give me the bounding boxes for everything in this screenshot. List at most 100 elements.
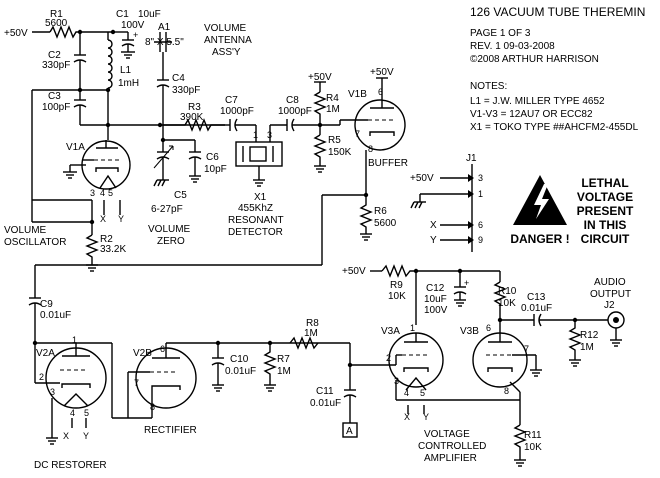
supply-label-j1: +50V bbox=[410, 173, 434, 184]
r10-ref: R10 bbox=[498, 286, 517, 297]
svg-text:3: 3 bbox=[478, 173, 483, 183]
schematic-title: 126 VACUUM TUBE THEREMIN bbox=[470, 5, 645, 19]
svg-text:Y: Y bbox=[423, 412, 429, 422]
resistor-r12 bbox=[568, 320, 582, 360]
supply-label-vca: +50V bbox=[342, 266, 366, 277]
resistor-r9 bbox=[381, 264, 416, 278]
c6-ref: C6 bbox=[206, 152, 219, 163]
r11-value: 10K bbox=[524, 442, 542, 453]
page-number: PAGE 1 OF 3 bbox=[470, 28, 531, 39]
v3a-ref: V3A bbox=[381, 326, 400, 337]
r6-value: 5600 bbox=[374, 218, 397, 229]
c7-ref: C7 bbox=[225, 95, 238, 106]
j2-name-1: AUDIO bbox=[594, 277, 626, 288]
svg-text:Y: Y bbox=[118, 214, 124, 224]
svg-text:5: 5 bbox=[108, 188, 113, 198]
svg-text:X: X bbox=[430, 220, 437, 231]
copyright: ©2008 ARTHUR HARRISON bbox=[470, 54, 599, 65]
resistor-r6 bbox=[359, 195, 373, 234]
svg-text:1: 1 bbox=[72, 335, 77, 345]
detector-section: R3 390K C7 1000pF 1 3 X1 455KhZ RESONANT… bbox=[163, 72, 352, 238]
svg-text:3: 3 bbox=[50, 387, 55, 397]
notes-header: NOTES: bbox=[470, 81, 507, 92]
svg-text:5: 5 bbox=[420, 388, 425, 398]
revision: REV. 1 09-03-2008 bbox=[470, 41, 555, 52]
v1b-name: BUFFER bbox=[368, 158, 408, 169]
warning-line-1: LETHAL bbox=[581, 176, 628, 190]
c7-value: 1000pF bbox=[220, 106, 254, 117]
c4-ref: C4 bbox=[172, 73, 185, 84]
c13-ref: C13 bbox=[527, 292, 546, 303]
r9-value: 10K bbox=[388, 291, 406, 302]
r8-value: 1M bbox=[304, 328, 318, 339]
resistor-r5 bbox=[313, 134, 327, 166]
r3-ref: R3 bbox=[188, 102, 201, 113]
r5-ref: R5 bbox=[328, 135, 341, 146]
c1-voltage: 100V bbox=[121, 20, 145, 31]
c1-ref: C1 bbox=[116, 9, 129, 20]
v2b-ref: V2B bbox=[133, 348, 152, 359]
warning-line-3: PRESENT bbox=[577, 204, 634, 218]
r11-ref: R11 bbox=[524, 430, 542, 441]
r1-ref: R1 bbox=[50, 9, 63, 20]
svg-text:3: 3 bbox=[90, 188, 95, 198]
svg-text:5: 5 bbox=[84, 408, 89, 418]
note-x1: X1 = TOKO TYPE ##AHCFM2-455DL bbox=[470, 122, 639, 133]
note-tubes: V1-V3 = 12AU7 OR ECC82 bbox=[470, 109, 593, 120]
svg-text:1: 1 bbox=[253, 130, 258, 140]
volume-zero-label-1: VOLUME bbox=[148, 224, 191, 235]
svg-text:6: 6 bbox=[378, 87, 383, 97]
resistor-r10 bbox=[493, 281, 507, 320]
v3b-ref: V3B bbox=[460, 326, 479, 337]
warning-line-2: VOLTAGE bbox=[577, 190, 633, 204]
resistor-r1 bbox=[49, 25, 113, 39]
tube-v1b bbox=[354, 99, 406, 151]
warning-line-4: IN THIS bbox=[584, 218, 627, 232]
r5-value: 150K bbox=[328, 147, 352, 158]
c9-ref: C9 bbox=[40, 299, 53, 310]
r10-value: 10K bbox=[498, 298, 516, 309]
svg-text:4: 4 bbox=[100, 188, 105, 198]
r1-value: 5600 bbox=[45, 18, 68, 29]
c9-value: 0.01uF bbox=[40, 310, 71, 321]
svg-text:Y: Y bbox=[83, 431, 89, 441]
svg-text:+: + bbox=[133, 30, 138, 40]
svg-text:1: 1 bbox=[410, 323, 415, 333]
svg-text:1: 1 bbox=[478, 189, 483, 199]
j2-name-2: OUTPUT bbox=[590, 289, 631, 300]
test-point-a bbox=[342, 422, 358, 438]
r3-value: 390K bbox=[180, 112, 204, 123]
warning-line-5: CIRCUIT bbox=[581, 232, 630, 246]
svg-text:7: 7 bbox=[355, 129, 360, 139]
r4-value: 1M bbox=[326, 104, 340, 115]
x1-name-2: DETECTOR bbox=[228, 227, 283, 238]
r9-ref: R9 bbox=[390, 280, 403, 291]
rectifier-section: V2B 6 7 8 RECTIFIER bbox=[127, 342, 350, 436]
v3a-name-1: VOLTAGE bbox=[424, 429, 470, 440]
resistor-r7 bbox=[263, 343, 277, 385]
v2b-name: RECTIFIER bbox=[144, 425, 197, 436]
antenna-section: A1 8" X 5.5" VOLUME ANTENNA ASS'Y C4 330… bbox=[145, 22, 252, 247]
v3a-name-2: CONTROLLED bbox=[418, 441, 486, 452]
v2a-name: DC RESTORER bbox=[34, 460, 107, 471]
supply-label-left: +50V bbox=[4, 28, 28, 39]
filter-section: C10 0.01uF R7 1M R8 1M C11 0.01uF A bbox=[211, 318, 396, 438]
svg-text:7: 7 bbox=[134, 378, 139, 388]
c11-value: 0.01uF bbox=[310, 398, 341, 409]
r4-ref: R4 bbox=[326, 93, 339, 104]
a1-name-3: ASS'Y bbox=[212, 47, 241, 58]
svg-text:Y: Y bbox=[430, 235, 437, 246]
title-block: 126 VACUUM TUBE THEREMIN PAGE 1 OF 3 REV… bbox=[470, 5, 645, 65]
a1-ref: A1 bbox=[158, 22, 171, 33]
c3-value: 100pF bbox=[42, 102, 70, 113]
c4-value: 330pF bbox=[172, 85, 200, 96]
v3a-name-3: AMPLIFIER bbox=[424, 453, 477, 464]
svg-text:X: X bbox=[404, 412, 410, 422]
resistor-r11 bbox=[513, 424, 527, 460]
resistor-r8 bbox=[289, 336, 319, 350]
inductor-l1 bbox=[107, 39, 113, 89]
v2a-ref: V2A bbox=[36, 348, 55, 359]
r8-ref: R8 bbox=[306, 318, 319, 329]
svg-text:+: + bbox=[464, 278, 469, 288]
svg-text:4: 4 bbox=[404, 388, 409, 398]
